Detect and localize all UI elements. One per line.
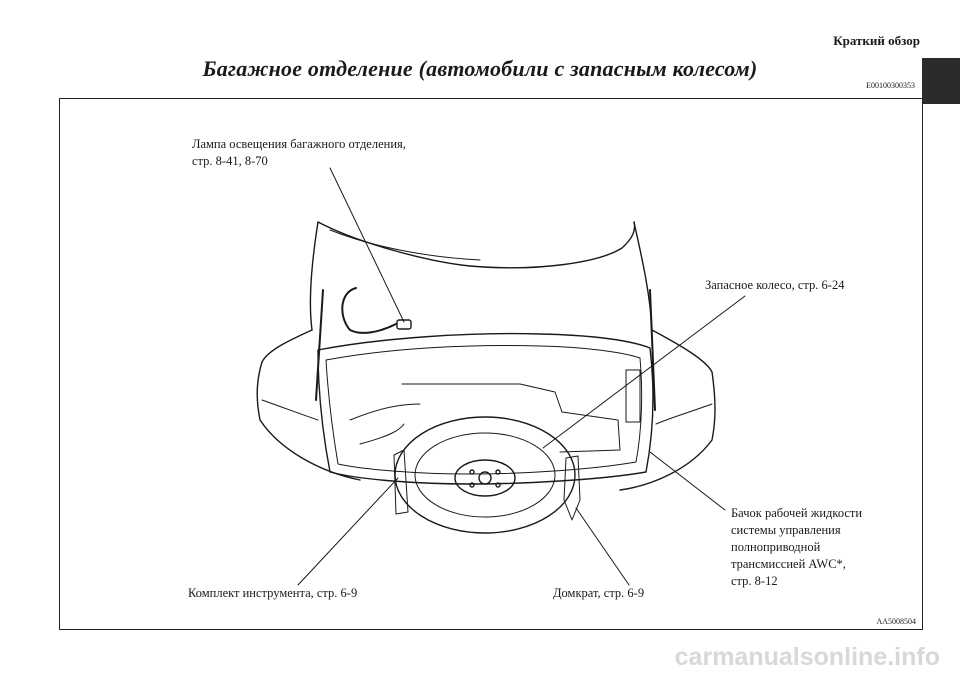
chapter-tab (922, 58, 960, 104)
callout-spare-wheel: Запасное колесо, стр. 6-24 (705, 278, 845, 292)
callout-awc-fluid: Бачок рабочей жидкости системы управлени… (731, 505, 862, 590)
callout-jack: Домкрат, стр. 6-9 (553, 586, 645, 600)
callout-lamp-line-1: Лампа освещения багажного отделения, (192, 137, 406, 151)
callout-awc-line-5: стр. 8-12 (731, 574, 778, 588)
callout-awc-line-4: трансмиссией AWC*, (731, 557, 846, 571)
callout-awc-line-1: Бачок рабочей жидкости (731, 506, 863, 520)
callout-awc-line-2: системы управления (731, 523, 841, 537)
section-header: Краткий обзор (833, 33, 920, 48)
page-title: Багажное отделение (автомобили с запасны… (202, 56, 758, 81)
figure-code: AA5008504 (876, 617, 916, 626)
figure-frame (59, 98, 923, 630)
callout-lamp-line-2: стр. 8-41, 8-70 (192, 154, 268, 168)
callout-tool-kit: Комплект инструмента, стр. 6-9 (188, 586, 358, 600)
callout-awc-line-3: полноприводной (731, 540, 821, 554)
callout-lamp: Лампа освещения багажного отделения, стр… (192, 136, 406, 170)
watermark: carmanualsonline.info (674, 643, 940, 671)
document-code: E00100300353 (866, 81, 915, 90)
